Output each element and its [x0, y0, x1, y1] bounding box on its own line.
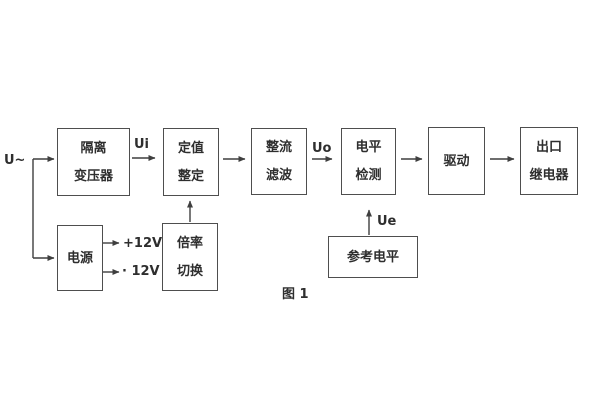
- block-reference-level: 参考电平: [328, 236, 418, 278]
- block-driver: 驱动: [428, 127, 485, 195]
- block-label-line: 倍率: [176, 235, 203, 251]
- block-isolation-transformer: 隔离 变压器: [57, 128, 130, 196]
- signal-label-ue: Ue: [377, 214, 397, 229]
- signal-label-plus12v: +12V: [123, 236, 163, 251]
- signal-label-input-u: U~: [4, 153, 26, 168]
- block-label-line: 整流: [265, 140, 292, 155]
- figure-caption: 图 1: [282, 287, 309, 302]
- block-label-line: 检测: [355, 168, 382, 183]
- signal-label-uo: Uo: [312, 141, 332, 156]
- block-ratio-switch: 倍率 切换: [162, 223, 218, 291]
- block-label-line: 切换: [176, 263, 203, 279]
- block-rectifier-filter: 整流 滤波: [251, 128, 307, 195]
- block-level-detector: 电平 检测: [341, 128, 396, 195]
- signal-label-ui: Ui: [134, 137, 150, 152]
- block-label-line: 电平: [355, 140, 382, 155]
- block-power-supply: 电源: [57, 225, 103, 291]
- block-label-line: 驱动: [443, 153, 470, 169]
- block-label-line: 继电器: [529, 167, 569, 183]
- block-label-line: 滤波: [265, 168, 292, 183]
- block-setting-adjust: 定值 整定: [163, 128, 219, 196]
- block-label-line: 定值: [177, 140, 204, 156]
- block-label-line: 隔离: [80, 140, 107, 156]
- signal-label-minus12v: · 12V: [122, 264, 160, 279]
- block-label-line: 参考电平: [346, 249, 399, 265]
- block-label-line: 电源: [66, 250, 93, 266]
- block-label-line: 整定: [177, 168, 204, 184]
- block-output-relay: 出口 继电器: [520, 127, 578, 195]
- block-label-line: 出口: [535, 139, 562, 155]
- block-label-line: 变压器: [73, 168, 113, 184]
